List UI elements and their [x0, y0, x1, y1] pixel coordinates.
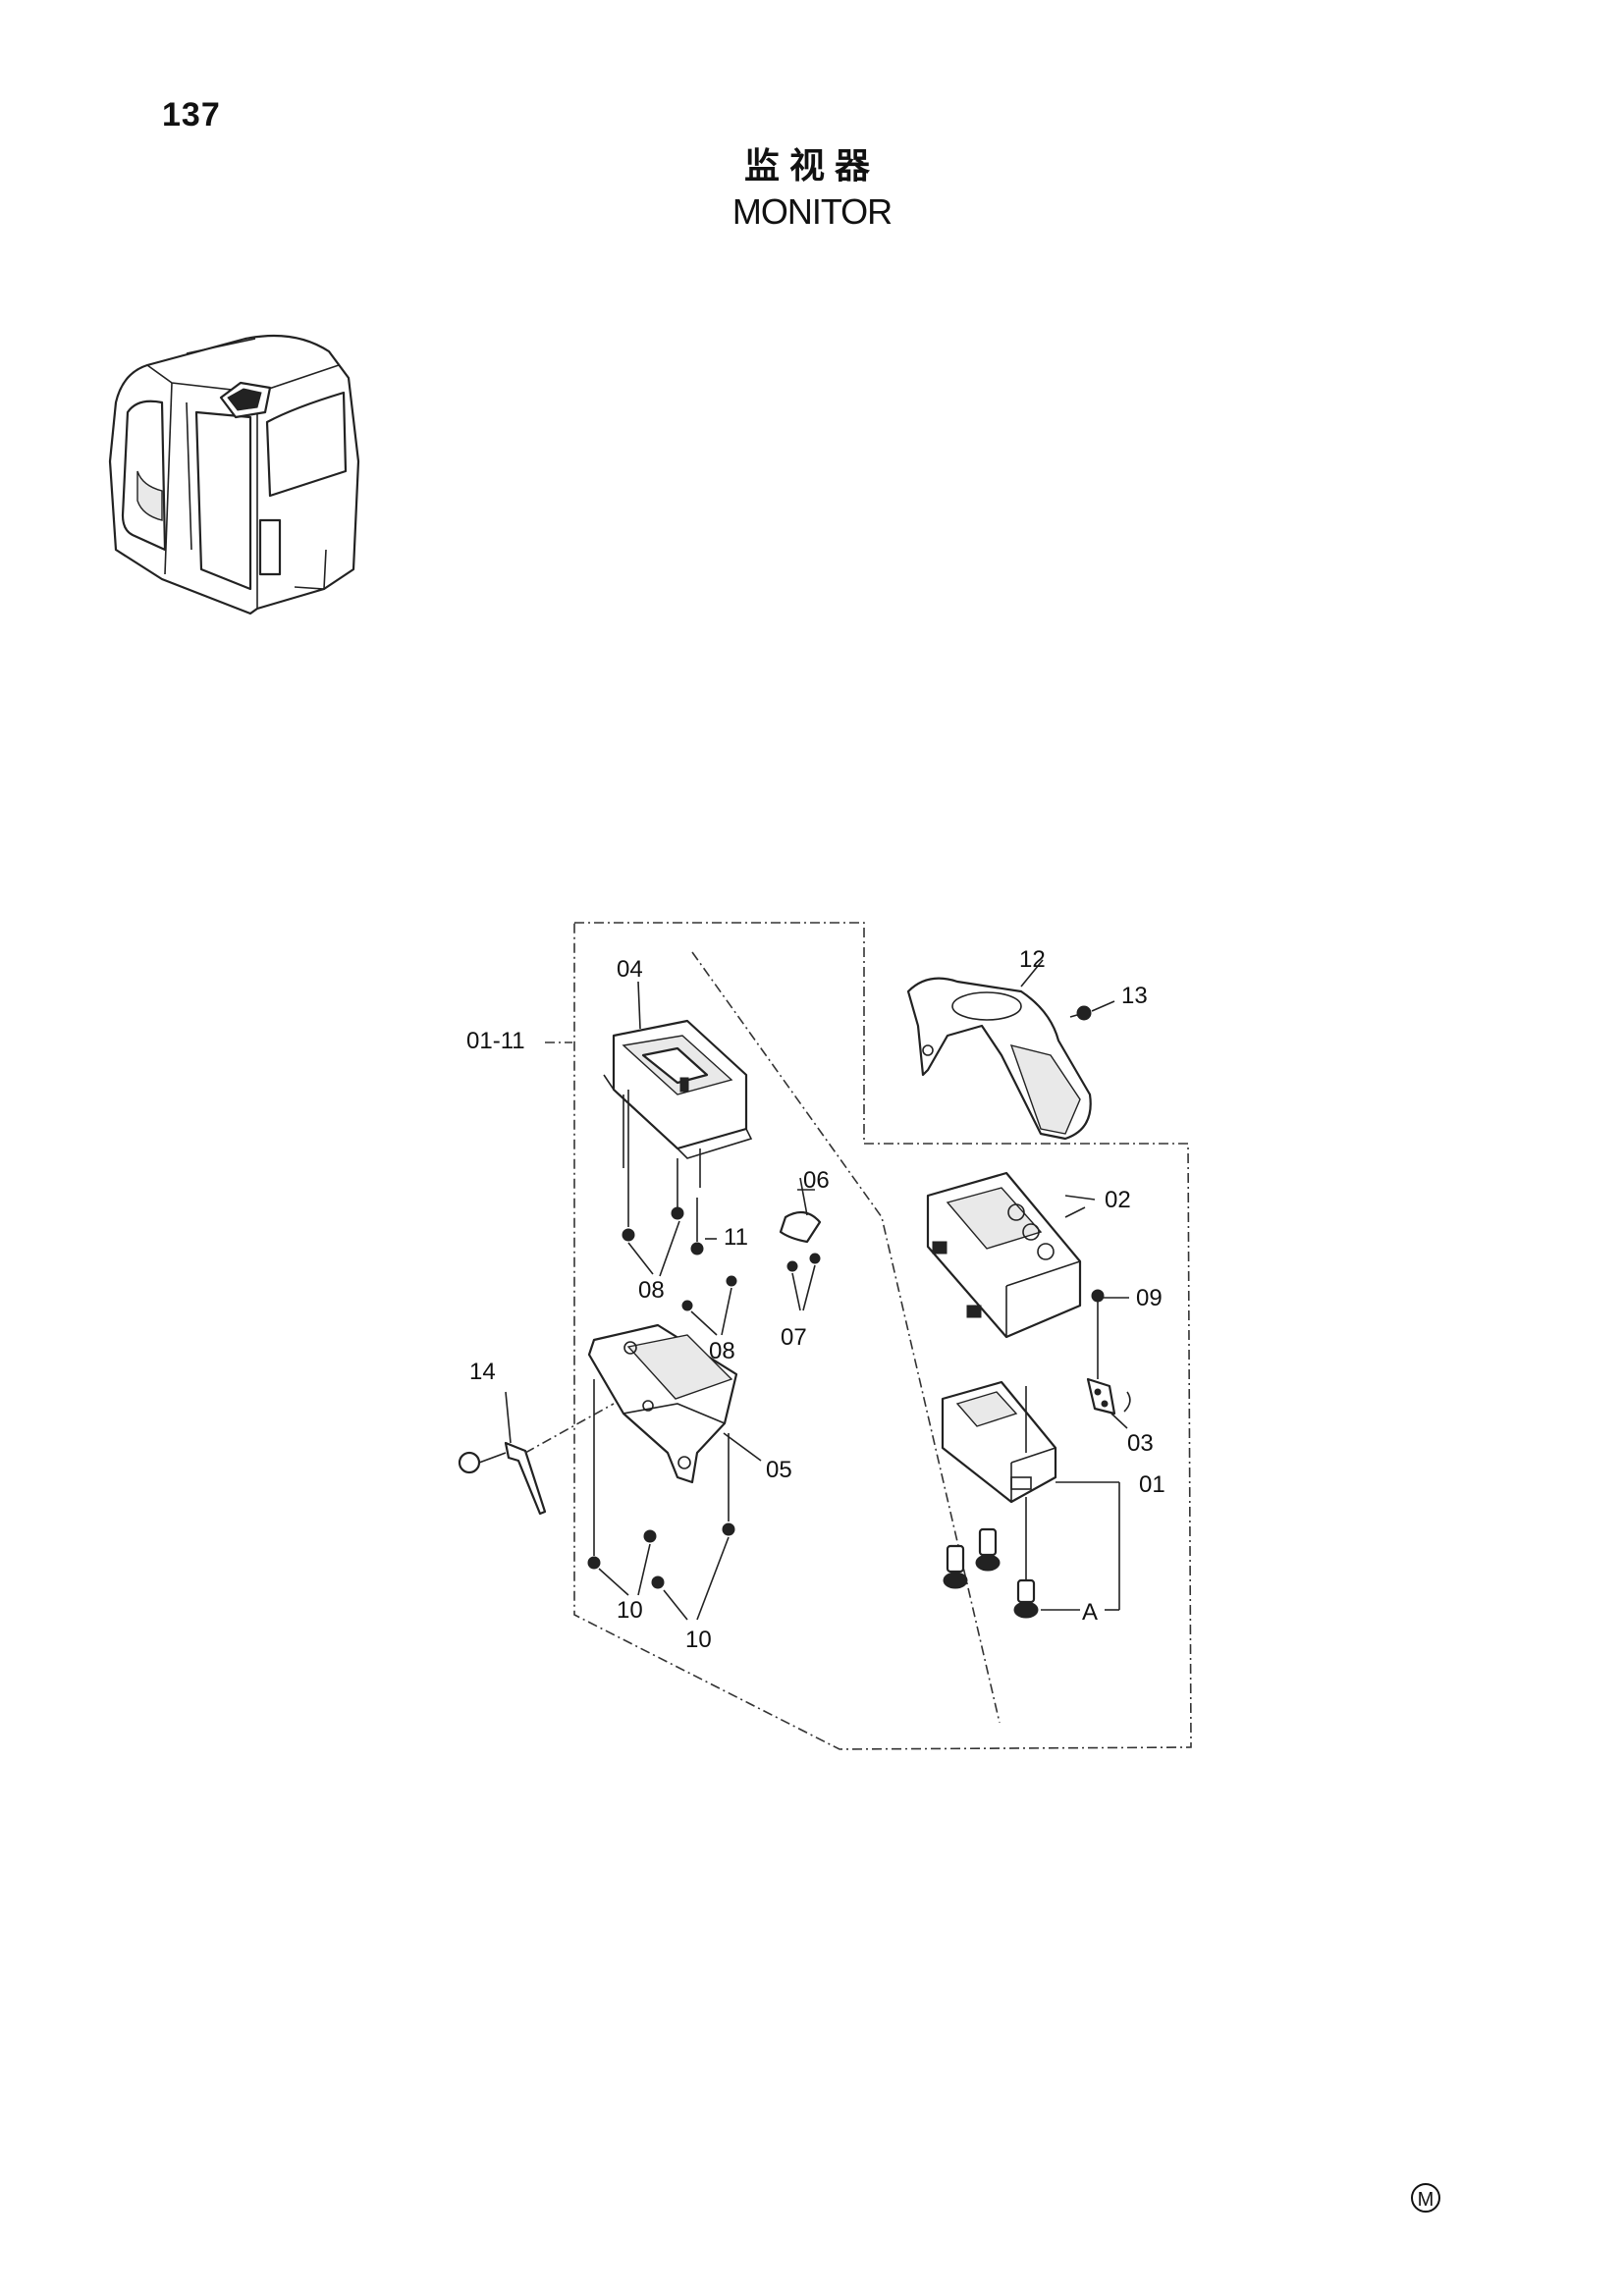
callout-10-b: 10 [685, 1627, 712, 1653]
callout-06: 06 [803, 1167, 830, 1194]
leader-lines [637, 981, 1096, 1201]
callout-07: 07 [781, 1324, 807, 1351]
part-12-visor [906, 959, 1092, 1141]
page-number: 137 [162, 96, 221, 133]
part-14-holder [458, 1391, 615, 1516]
screws-10 [587, 1379, 735, 1621]
callout-03: 03 [1127, 1430, 1154, 1457]
page-title: MONITOR [731, 191, 893, 232]
callout-05: 05 [766, 1457, 792, 1483]
callout-04: 04 [617, 956, 643, 983]
corner-mark: M [1411, 2183, 1440, 2213]
corner-mark-letter: M [1418, 2189, 1435, 2211]
callout-11: 11 [724, 1224, 748, 1251]
callout-01: 01 [1139, 1471, 1165, 1498]
callout-09: 09 [1136, 1285, 1163, 1311]
screws-08-11 [622, 1090, 737, 1336]
part-06-07-clip [779, 1177, 822, 1311]
callout-02: 02 [1105, 1187, 1131, 1213]
grommets-a [943, 1527, 1080, 1619]
callout-08-a: 08 [638, 1277, 665, 1304]
callout-14: 14 [469, 1359, 496, 1385]
callout-01-11: 01-11 [466, 1028, 525, 1054]
part-09-03-connector [1086, 1289, 1131, 1429]
callout-08-b: 08 [709, 1338, 735, 1364]
page-title-chinese: 监视器 [743, 146, 880, 187]
part-01-controller [941, 1380, 1120, 1611]
callout-labels: 01-11 04 06 11 08 08 07 14 05 10 10 12 1… [466, 946, 1165, 1653]
callout-13: 13 [1121, 983, 1148, 1009]
part-05-bracket [587, 1323, 762, 1484]
part-02-monitor [926, 1171, 1086, 1339]
part-04-housing [603, 1019, 753, 1188]
cab-locator-illustration [108, 334, 360, 615]
callout-10-a: 10 [617, 1597, 643, 1624]
part-13-screw [1069, 1000, 1115, 1021]
callout-a: A [1082, 1599, 1098, 1626]
callout-12: 12 [1019, 946, 1046, 973]
